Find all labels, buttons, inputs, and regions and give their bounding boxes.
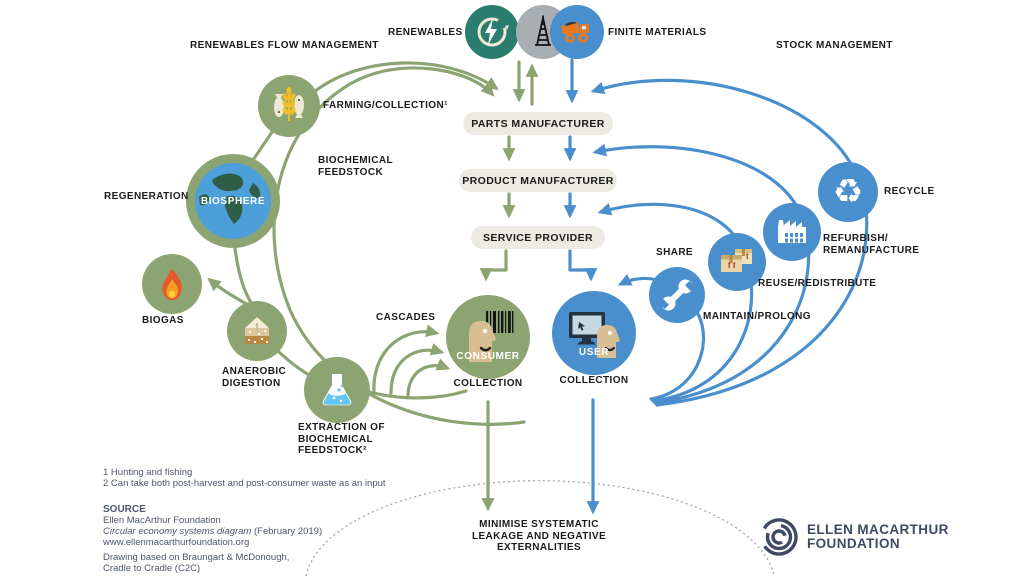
fish-and-wheat-icon bbox=[274, 87, 304, 121]
footnotes: 1 Hunting and fishing 2 Can take both po… bbox=[103, 467, 386, 489]
digester-icon bbox=[245, 317, 269, 344]
finite-materials-label: FINITE MATERIALS bbox=[608, 27, 707, 38]
biosphere-label: BIOSPHERE bbox=[200, 196, 266, 207]
leakage-boundary-dotted-arc bbox=[305, 480, 775, 576]
flame-icon bbox=[162, 268, 182, 301]
share-label: SHARE bbox=[656, 247, 694, 258]
service-provider-label: SERVICE PROVIDER bbox=[482, 231, 594, 244]
wrench-icon bbox=[659, 279, 695, 311]
recycle-node: ♻ bbox=[818, 162, 878, 222]
source-block: SOURCE Ellen MacArthur Foundation Circul… bbox=[103, 504, 322, 574]
recycle-icon: ♻ bbox=[832, 172, 864, 212]
stock-management-label: STOCK MANAGEMENT bbox=[776, 40, 893, 51]
farming-collection-label: FARMING/COLLECTION¹ bbox=[323, 100, 448, 111]
biochemical-feedstock-label: BIOCHEMICAL FEEDSTOCK bbox=[318, 155, 393, 178]
consumer-barcode-icon bbox=[469, 311, 514, 362]
renewables-node bbox=[465, 5, 519, 59]
user-computer-icon bbox=[569, 312, 620, 358]
biosphere-node: BIOSPHERE bbox=[186, 154, 280, 248]
finite-materials-node bbox=[550, 5, 604, 59]
biogas-node bbox=[142, 254, 202, 314]
consumer-label: CONSUMER bbox=[456, 351, 520, 362]
source-url: www.ellenmacarthurfoundation.org bbox=[103, 537, 250, 548]
product-manufacturer-label: PRODUCT MANUFACTURER bbox=[462, 174, 614, 187]
maintain-prolong-label: MAINTAIN/PROLONG bbox=[703, 311, 811, 322]
source-work: Circular economy systems diagram (Februa… bbox=[103, 526, 323, 537]
biogas-label: BIOGAS bbox=[142, 315, 184, 326]
factory-icon bbox=[778, 220, 806, 243]
refurbish-remanufacture-label: REFURBISH/ REMANUFACTURE bbox=[823, 233, 920, 256]
refurbish-node bbox=[763, 203, 821, 261]
source-title: SOURCE bbox=[103, 504, 146, 515]
recycle-label: RECYCLE bbox=[884, 186, 935, 197]
renewables-flow-management-label: RENEWABLES FLOW MANAGEMENT bbox=[190, 40, 379, 51]
reuse-redistribute-label: REUSE/REDISTRIBUTE bbox=[758, 278, 877, 289]
anaerobic-digestion-node bbox=[227, 301, 287, 361]
parts-manufacturer-box: PARTS MANUFACTURER bbox=[463, 112, 613, 135]
consumer-node: CONSUMER bbox=[446, 295, 530, 379]
farming-collection-node bbox=[258, 75, 320, 137]
product-manufacturer-box: PRODUCT MANUFACTURER bbox=[459, 169, 617, 192]
minimise-leakage-label: MINIMISE SYSTEMATIC LEAKAGE AND NEGATIVE… bbox=[471, 519, 607, 553]
renewable-energy-icon bbox=[477, 17, 509, 47]
flask-icon bbox=[322, 374, 352, 406]
reuse-node bbox=[708, 233, 766, 291]
oil-derrick-icon bbox=[535, 15, 551, 46]
source-credit-1: Drawing based on Braungart & McDonough, bbox=[103, 552, 290, 563]
extraction-label: EXTRACTION OF BIOCHEMICAL FEEDSTOCK² bbox=[298, 422, 385, 456]
emf-logo: ELLEN MACARTHUR FOUNDATION bbox=[757, 515, 949, 559]
user-label: USER bbox=[578, 347, 610, 358]
parts-manufacturer-label: PARTS MANUFACTURER bbox=[471, 117, 605, 130]
user-node: USER bbox=[552, 291, 636, 375]
regeneration-label: REGENERATION bbox=[104, 191, 189, 202]
source-credit-2: Cradle to Cradle (C2C) bbox=[103, 563, 201, 574]
dump-truck-icon bbox=[561, 21, 589, 43]
emf-logo-text: ELLEN MACARTHUR FOUNDATION bbox=[807, 521, 949, 551]
boxes-icon bbox=[721, 249, 752, 272]
extraction-node bbox=[304, 357, 370, 423]
source-org: Ellen MacArthur Foundation bbox=[103, 515, 221, 526]
earth-icon bbox=[195, 163, 271, 239]
service-provider-box: SERVICE PROVIDER bbox=[471, 226, 605, 249]
collection-consumer-label: COLLECTION bbox=[453, 378, 523, 389]
emf-rings-icon bbox=[760, 518, 798, 556]
renewables-label: RENEWABLES bbox=[388, 27, 463, 38]
cascades-label: CASCADES bbox=[376, 312, 436, 323]
collection-user-label: COLLECTION bbox=[559, 375, 629, 386]
share-node bbox=[649, 267, 705, 323]
anaerobic-digestion-label: ANAEROBIC DIGESTION bbox=[222, 366, 287, 389]
